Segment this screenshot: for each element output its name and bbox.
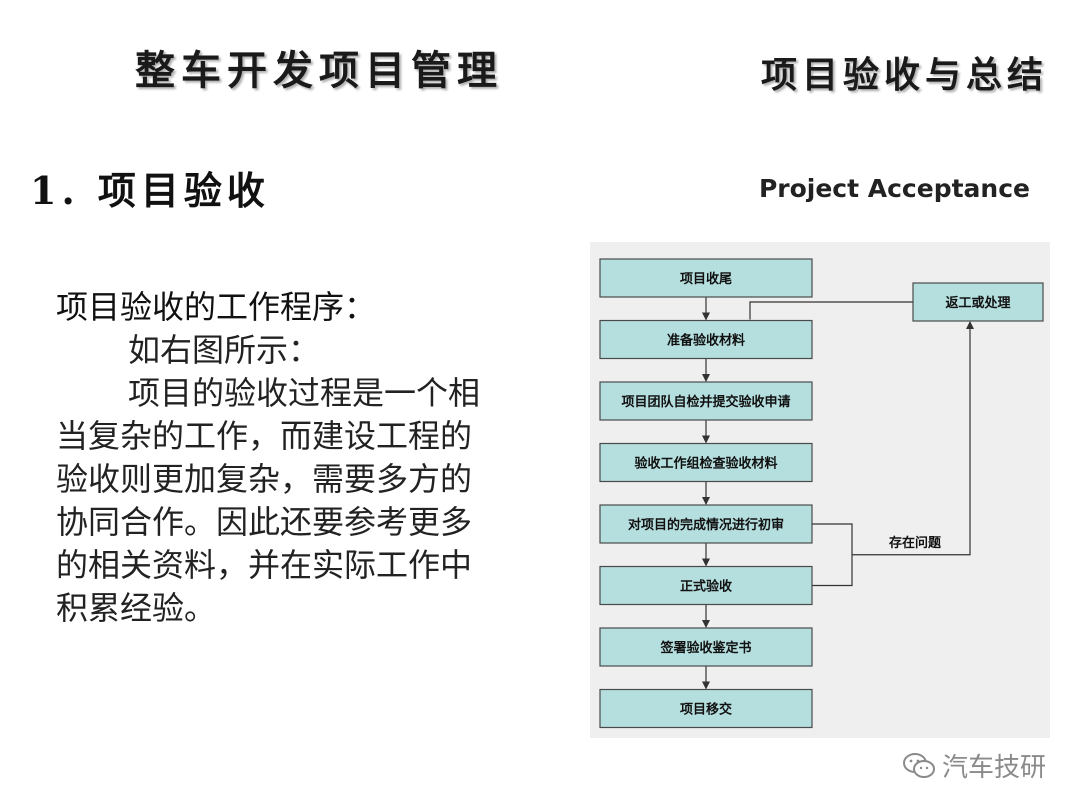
flow-step-7: 签署验收鉴定书	[599, 627, 813, 667]
flow-rework-box: 返工或处理	[912, 282, 1044, 322]
flow-step-7-label: 签署验收鉴定书	[659, 640, 751, 656]
flow-step-6-label: 正式验收	[680, 579, 733, 595]
flow-step-1: 项目收尾	[599, 258, 813, 298]
flow-step-3-label: 项目团队自检并提交验收申请	[621, 394, 790, 410]
section-subtitle: Project Acceptance	[758, 174, 1030, 203]
watermark: 汽车技研	[902, 747, 1046, 784]
flow-step-6: 正式验收	[599, 565, 813, 606]
flow-step-4-label: 验收工作组检查验收材料	[634, 456, 777, 472]
header-right-title: 项目验收与总结	[760, 54, 1048, 96]
body-heading: 项目验收的工作程序：	[56, 288, 377, 326]
wechat-icon	[902, 752, 935, 778]
flow-step-2: 准备验收材料	[599, 319, 813, 360]
body-text: 项目验收的工作程序： 如右图所示： 项目的验收过程是一个相当复杂的工作，而建设工…	[56, 286, 496, 630]
flow-rework-box-label: 返工或处理	[945, 295, 1010, 311]
flow-step-8-label: 项目移交	[680, 702, 732, 718]
section-title: 1. 项目验收	[30, 168, 270, 213]
flow-issue-bracket	[812, 523, 853, 587]
flow-step-5: 对项目的完成情况进行初审	[599, 504, 813, 544]
flow-rework-connector	[749, 301, 913, 320]
body-paragraph: 项目的验收过程是一个相当复杂的工作，而建设工程的验收则更加复杂，需要多方的协同合…	[56, 374, 481, 627]
flow-step-8: 项目移交	[599, 688, 813, 729]
flow-step-3: 项目团队自检并提交验收申请	[599, 381, 813, 421]
flow-issue-label: 存在问题	[889, 535, 942, 551]
body-line: 如右图所示：	[128, 331, 321, 369]
watermark-text: 汽车技研	[941, 753, 1046, 783]
flow-step-4: 验收工作组检查验收材料	[599, 442, 813, 483]
header-left-title: 整车开发项目管理	[135, 47, 503, 94]
flowchart: 存在问题 项目收尾准备验收材料项目团队自检并提交验收申请验收工作组检查验收材料对…	[599, 258, 1044, 729]
flow-step-5-label: 对项目的完成情况进行初审	[628, 517, 784, 533]
flowchart-panel: 存在问题 项目收尾准备验收材料项目团队自检并提交验收申请验收工作组检查验收材料对…	[590, 242, 1050, 738]
flow-step-2-label: 准备验收材料	[667, 333, 745, 349]
flow-step-1-label: 项目收尾	[680, 271, 732, 287]
flow-issue-connector	[852, 321, 974, 556]
